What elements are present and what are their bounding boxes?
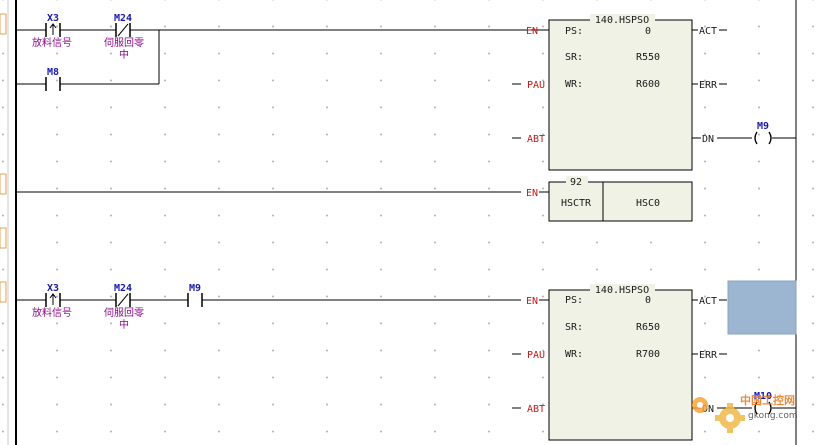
pin-dn: DN	[702, 404, 714, 415]
selection-highlight[interactable]	[727, 280, 797, 335]
contact-m9-no[interactable]	[187, 293, 203, 307]
param-value[interactable]: R700	[636, 349, 660, 360]
pin-act: ACT	[699, 26, 717, 37]
function-block-title: 140.HSPSO	[595, 15, 649, 26]
param-value[interactable]: R650	[636, 322, 660, 333]
contact-comment: 放料信号	[32, 306, 72, 319]
coil-address: M9	[757, 121, 769, 132]
function-block-hspso[interactable]	[548, 289, 693, 441]
coil-m10[interactable]	[754, 401, 772, 415]
rung-marker-1[interactable]	[0, 13, 7, 35]
pin-dn: DN	[702, 134, 714, 145]
param-value[interactable]: 0	[645, 26, 651, 37]
contact-address: M8	[47, 67, 59, 78]
param-value[interactable]: R600	[636, 79, 660, 90]
pin-pau: PAU	[527, 350, 545, 361]
rung-1[interactable]: X3 放料信号 M24 伺服回零 中 M8 140.HSPSO EN PAU	[16, 13, 796, 171]
contact-m8-no[interactable]	[45, 77, 61, 91]
rung-3[interactable]: X3 放料信号 M24 伺服回零 中 M9 140.HSPSO EN PAU A…	[16, 283, 796, 441]
contact-x3-rising[interactable]	[45, 293, 61, 307]
param-label: WR:	[565, 79, 583, 90]
left-gutter	[0, 0, 9, 445]
rung-2[interactable]: EN 92 HSCTR HSC0	[16, 176, 693, 222]
rung-marker-4[interactable]	[0, 281, 7, 303]
contact-comment: 放料信号	[32, 36, 72, 49]
contact-x3-rising[interactable]	[40, 23, 66, 37]
contact-address: M24	[114, 283, 132, 294]
coil-m9[interactable]	[754, 131, 772, 145]
gear-icon	[715, 403, 745, 433]
pin-en: EN	[526, 188, 538, 199]
contact-address: X3	[47, 13, 59, 24]
param-label: WR:	[565, 349, 583, 360]
pin-err: ERR	[699, 80, 718, 91]
gkong-watermark: 中国工控网 gkong.com	[692, 393, 798, 433]
function-block-title: 140.HSPSO	[595, 285, 649, 296]
function-block-hspso[interactable]	[548, 19, 693, 171]
watermark-url: gkong.com	[748, 411, 798, 421]
contact-address: X3	[47, 283, 59, 294]
param-label: PS:	[565, 26, 583, 37]
contact-m24-nc[interactable]	[115, 23, 131, 37]
function-block-hsctr[interactable]	[548, 181, 693, 222]
contact-m24-nc[interactable]	[115, 293, 131, 307]
contact-comment: 伺服回零	[104, 306, 144, 319]
contact-comment-line2: 中	[119, 48, 129, 61]
rung-marker-3[interactable]	[0, 227, 7, 249]
param-label: SR:	[565, 322, 583, 333]
contact-address: M24	[114, 13, 132, 24]
contact-address: M9	[189, 283, 201, 294]
coil-address: M10	[754, 391, 772, 402]
pin-err: ERR	[699, 350, 718, 361]
param-value[interactable]: 0	[645, 295, 651, 306]
pin-abt: ABT	[527, 134, 545, 145]
function-block-number: 92	[570, 177, 582, 188]
param-label: SR:	[565, 52, 583, 63]
param-label: PS:	[565, 295, 583, 306]
contact-comment: 伺服回零	[104, 36, 144, 49]
rung-marker-2[interactable]	[0, 173, 7, 195]
pin-pau: PAU	[527, 80, 545, 91]
param-value[interactable]: R550	[636, 52, 660, 63]
watermark-title: 中国工控网	[740, 393, 795, 407]
gear-icon	[692, 397, 708, 413]
pin-act: ACT	[699, 296, 717, 307]
pin-en: EN	[526, 296, 538, 307]
pin-en: EN	[526, 26, 538, 37]
contact-comment-line2: 中	[119, 318, 129, 331]
function-block-name: HSCTR	[561, 198, 592, 209]
function-block-operand[interactable]: HSC0	[636, 198, 660, 209]
pin-abt: ABT	[527, 404, 545, 415]
